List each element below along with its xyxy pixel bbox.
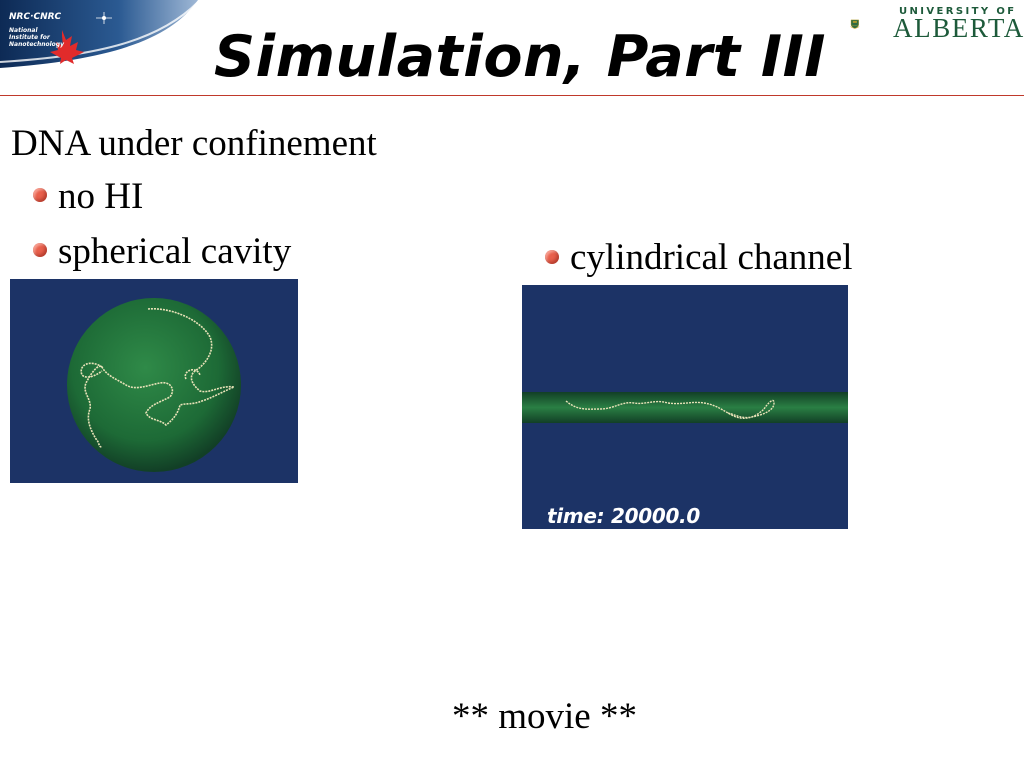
nrc-logo-line3: Institute for bbox=[9, 34, 51, 41]
university-crest-icon bbox=[850, 19, 860, 29]
university-name-top: UNIVERSITY OF bbox=[899, 6, 1017, 17]
simulation-time-label: time: 20000.0 bbox=[547, 504, 700, 528]
cylindrical-channel-simulation-image bbox=[522, 285, 848, 529]
nrc-logo-line1: NRC·CNRC bbox=[9, 12, 62, 22]
nrc-logo-line4: Nanotechnology bbox=[9, 41, 65, 48]
bullet-cylindrical-channel: cylindrical channel bbox=[570, 237, 853, 278]
nrc-logo: NRC·CNRC National Institute for Nanotech… bbox=[0, 0, 199, 68]
bullet-no-hi: no HI bbox=[58, 176, 144, 217]
university-name: ALBERTA bbox=[893, 13, 1024, 43]
header-divider bbox=[0, 95, 1024, 96]
bullet-icon bbox=[33, 188, 47, 202]
bullet-icon bbox=[33, 243, 47, 257]
bullet-spherical-cavity: spherical cavity bbox=[58, 231, 292, 272]
section-heading: DNA under confinement bbox=[11, 123, 377, 164]
bullet-icon bbox=[545, 250, 559, 264]
nrc-logo-line2: National bbox=[9, 27, 38, 34]
movie-link[interactable]: ** movie ** bbox=[452, 696, 637, 737]
spherical-cavity-simulation-image bbox=[10, 279, 298, 483]
slide-title: Simulation, Part III bbox=[213, 24, 826, 90]
